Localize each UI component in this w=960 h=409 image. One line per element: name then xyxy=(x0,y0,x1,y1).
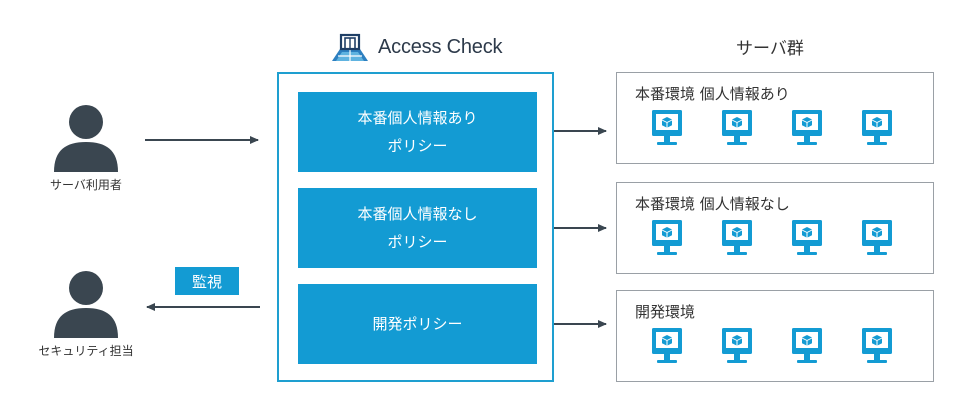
monitor-row xyxy=(651,327,893,367)
server-monitor-icon xyxy=(862,328,892,363)
server-group-label: 本番環境 個人情報なし xyxy=(635,195,790,213)
policy-line1: 本番個人情報あり xyxy=(357,108,478,127)
server-monitor-icon xyxy=(722,328,752,363)
watch-badge: 監視 xyxy=(175,267,239,295)
server-group-label: 本番環境 個人情報あり xyxy=(635,85,790,103)
server-group: 本番環境 個人情報なし xyxy=(616,182,934,274)
security-officer xyxy=(46,264,126,348)
policy-line2: ポリシー xyxy=(387,233,448,251)
server-monitor-icon xyxy=(792,110,822,145)
policy-production-personal-info: 本番個人情報あり ポリシー xyxy=(298,92,537,172)
server-monitor-icon xyxy=(722,110,752,145)
server-monitor-icon xyxy=(652,220,682,255)
server-monitor-icon xyxy=(722,220,752,255)
policy-line1: 本番個人情報なし xyxy=(357,204,478,223)
monitor-row xyxy=(651,219,893,259)
server-monitor-icon xyxy=(792,328,822,363)
server-monitor-icon xyxy=(792,220,822,255)
security-officer-label: セキュリティ担当 xyxy=(38,344,134,358)
logo-text: Access Check xyxy=(378,35,503,58)
server-group-label: 開発環境 xyxy=(635,303,696,321)
policy-line1: 開発ポリシー xyxy=(372,314,463,333)
server-group: 開発環境 xyxy=(616,290,934,382)
server-group-title: サーバ群 xyxy=(736,39,804,59)
policy-production-no-personal-info: 本番個人情報なし ポリシー xyxy=(298,188,537,268)
person-icon xyxy=(54,105,118,172)
server-monitor-icon xyxy=(652,328,682,363)
policy-line2: ポリシー xyxy=(387,137,448,155)
server-group: 本番環境 個人情報あり xyxy=(616,72,934,164)
server-monitor-icon xyxy=(862,220,892,255)
server-monitor-icon xyxy=(652,110,682,145)
person-icon xyxy=(54,271,118,338)
access-check-logo-icon xyxy=(332,33,368,61)
policy-development: 開発ポリシー xyxy=(298,284,537,364)
monitor-row xyxy=(651,109,893,149)
server-monitor-icon xyxy=(862,110,892,145)
server-user-label: サーバ利用者 xyxy=(50,178,122,192)
server-user xyxy=(46,98,126,182)
access-check-logo: Access Check xyxy=(328,30,503,64)
